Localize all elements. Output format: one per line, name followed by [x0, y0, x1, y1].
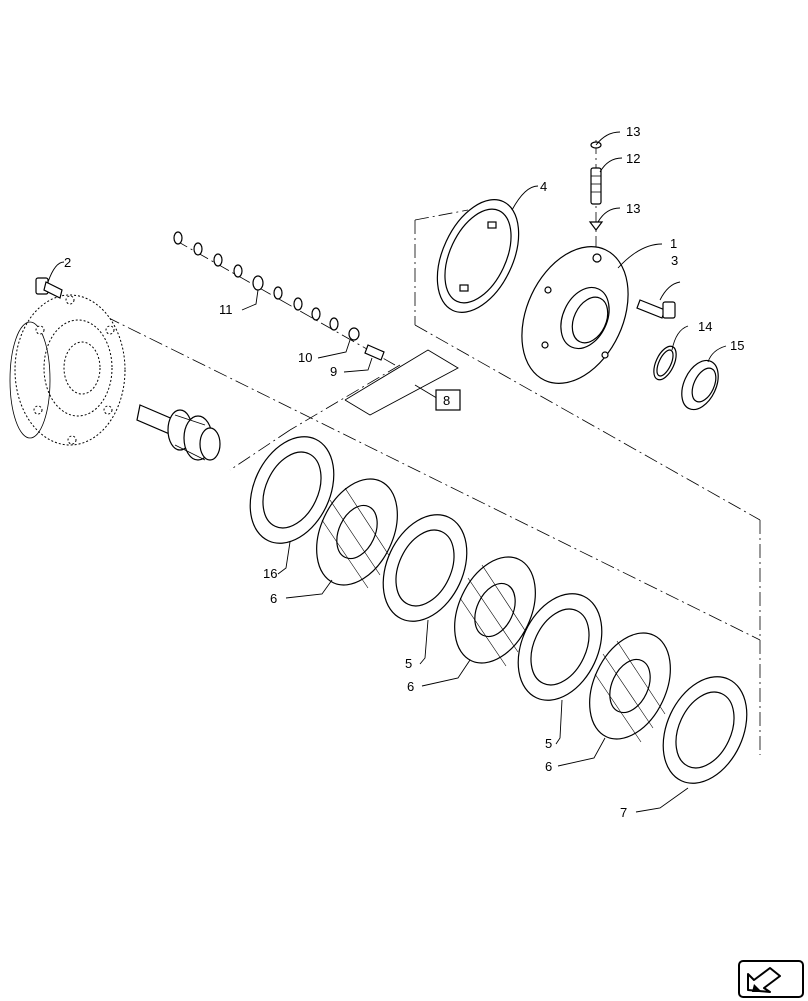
callout-15: 15 — [730, 338, 744, 353]
callout-9: 9 — [330, 364, 337, 379]
drive-shaft — [136, 404, 221, 461]
piston-housing-1 — [521, 246, 629, 384]
callout-7: 7 — [620, 805, 627, 820]
pin-9 — [364, 344, 385, 361]
callout-labels: 13 12 13 4 1 3 2 11 14 15 10 9 16 6 5 6 … — [64, 124, 744, 820]
callout-16: 16 — [263, 566, 277, 581]
friction-disc-6b — [454, 556, 536, 667]
end-plate-7 — [662, 676, 748, 784]
callout-13b: 13 — [626, 201, 640, 216]
bolt-3 — [636, 299, 676, 319]
ring-4 — [436, 199, 520, 313]
callout-4: 4 — [540, 179, 547, 194]
friction-disc-6c — [589, 632, 671, 743]
o-ring-14 — [653, 345, 677, 381]
callout-6a: 6 — [270, 591, 277, 606]
callout-8: 8 — [443, 393, 450, 408]
callout-12: 12 — [626, 151, 640, 166]
transmission-housing — [9, 294, 126, 446]
callout-5b: 5 — [545, 736, 552, 751]
callout-leaders — [47, 131, 727, 813]
fitting-stack — [588, 141, 604, 231]
callout-3: 3 — [671, 253, 678, 268]
callout-2: 2 — [64, 255, 71, 270]
callout-1: 1 — [670, 236, 677, 251]
separator-plate-16 — [249, 436, 335, 544]
separator-plate-5b — [517, 593, 603, 701]
separator-plate-5a — [382, 514, 468, 622]
bolt-2 — [35, 277, 63, 299]
arrow-icon — [747, 967, 781, 993]
callout-10: 10 — [298, 350, 312, 365]
seal-15 — [681, 359, 719, 411]
callout-6c: 6 — [545, 759, 552, 774]
callout-13a: 13 — [626, 124, 640, 139]
callout-14: 14 — [698, 319, 712, 334]
callout-11: 11 — [219, 302, 233, 317]
friction-disc-6a — [316, 478, 398, 589]
assembly-axis-lines — [41, 140, 761, 755]
callout-5a: 5 — [405, 656, 412, 671]
callout-6b: 6 — [407, 679, 414, 694]
callout-8-box: 8 — [435, 389, 461, 411]
clip-10 — [348, 327, 360, 341]
navigation-button[interactable] — [738, 960, 804, 998]
washer-chain-11 — [173, 231, 339, 331]
